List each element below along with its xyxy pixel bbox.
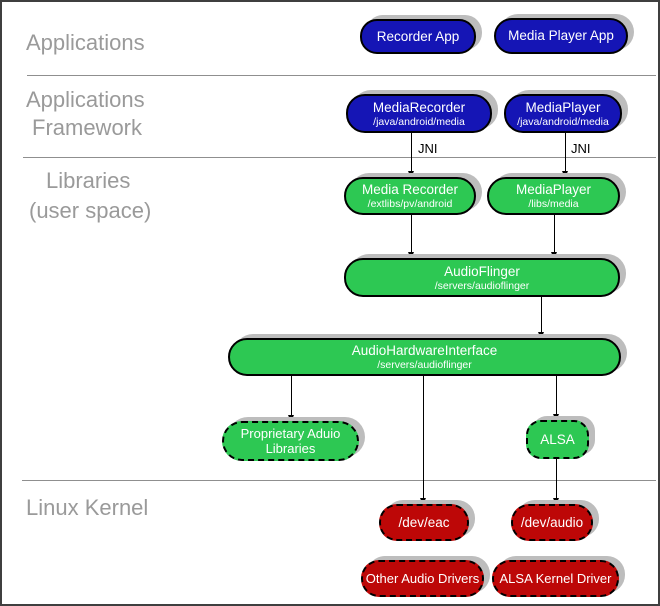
layer-label-framework-line2: Framework <box>32 115 143 140</box>
node-dev-audio: /dev/audio <box>511 504 593 541</box>
node-label: Media Player App <box>508 28 614 43</box>
arrow-alsa-to-dev-audio <box>553 459 559 505</box>
arrow-audioflinger-to-ahi <box>538 297 544 339</box>
node-label: MediaPlayer <box>515 182 592 197</box>
node-label: Other Audio Drivers <box>365 571 480 586</box>
jni-label-left: JNI <box>418 141 438 156</box>
arrow-mediarecorderlib-to-audioflinger <box>408 215 414 259</box>
layer-label-linux-kernel: Linux Kernel <box>26 495 149 520</box>
node-label: Recorder App <box>376 28 460 44</box>
node-other-audio-drivers: Other Audio Drivers <box>361 560 484 597</box>
node-mediaplayer-lib: MediaPlayer /libs/media <box>487 177 620 215</box>
layer-label-framework-line1: Applications <box>26 87 145 112</box>
node-sublabel: /extlibs/pv/android <box>367 198 453 210</box>
node-label: /dev/eac <box>398 514 450 530</box>
layer-label-libraries-line2: (user space) <box>29 198 152 223</box>
node-mediarecorder-framework: MediaRecorder /java/android/media <box>346 94 492 133</box>
layer-label-applications: Applications <box>26 30 145 55</box>
node-label: Proprietary Aduio Libraries <box>240 426 341 456</box>
node-sublabel: /servers/audioflinger <box>434 279 530 292</box>
arrow-mediaplayerlib-to-audioflinger <box>551 215 557 259</box>
node-label: MediaRecorder <box>372 99 466 115</box>
arrow-mediarecorder-to-lib <box>408 133 414 178</box>
node-media-player-app: Media Player App <box>494 18 628 54</box>
arrow-ahi-to-proprietary <box>288 376 294 422</box>
node-label: /dev/audio <box>520 514 584 530</box>
node-audio-hardware-interface: AudioHardwareInterface /servers/audiofli… <box>228 338 621 376</box>
node-dev-eac: /dev/eac <box>379 504 469 541</box>
divider-libraries-kernel <box>22 480 656 481</box>
node-sublabel: /servers/audioflinger <box>377 359 472 371</box>
node-recorder-app: Recorder App <box>360 19 476 54</box>
node-sublabel: /java/android/media <box>373 115 465 128</box>
divider-framework-libraries <box>23 157 656 158</box>
arrow-mediaplayer-to-lib <box>562 133 568 178</box>
node-label: AudioHardwareInterface <box>351 343 498 358</box>
layer-label-libraries-line1: Libraries <box>46 168 131 193</box>
node-label: ALSA <box>540 431 575 447</box>
node-alsa: ALSA <box>526 420 589 459</box>
node-sublabel: /libs/media <box>528 198 579 210</box>
node-alsa-kernel-driver: ALSA Kernel Driver <box>492 560 619 597</box>
node-label: MediaPlayer <box>525 99 601 115</box>
node-label: Media Recorder <box>361 182 459 197</box>
node-audioflinger: AudioFlinger /servers/audioflinger <box>344 258 620 297</box>
arrow-ahi-to-dev-eac <box>420 376 426 505</box>
node-media-recorder-lib: Media Recorder /extlibs/pv/android <box>344 177 476 215</box>
node-proprietary-audio-libraries: Proprietary Aduio Libraries <box>222 421 359 461</box>
node-label: ALSA Kernel Driver <box>499 571 612 586</box>
jni-label-right: JNI <box>571 141 591 156</box>
node-label: AudioFlinger <box>444 263 520 279</box>
divider-applications-framework <box>27 75 656 76</box>
node-sublabel: /java/android/media <box>517 115 609 128</box>
arrow-ahi-to-alsa <box>553 376 559 421</box>
node-mediaplayer-framework: MediaPlayer /java/android/media <box>504 94 622 133</box>
